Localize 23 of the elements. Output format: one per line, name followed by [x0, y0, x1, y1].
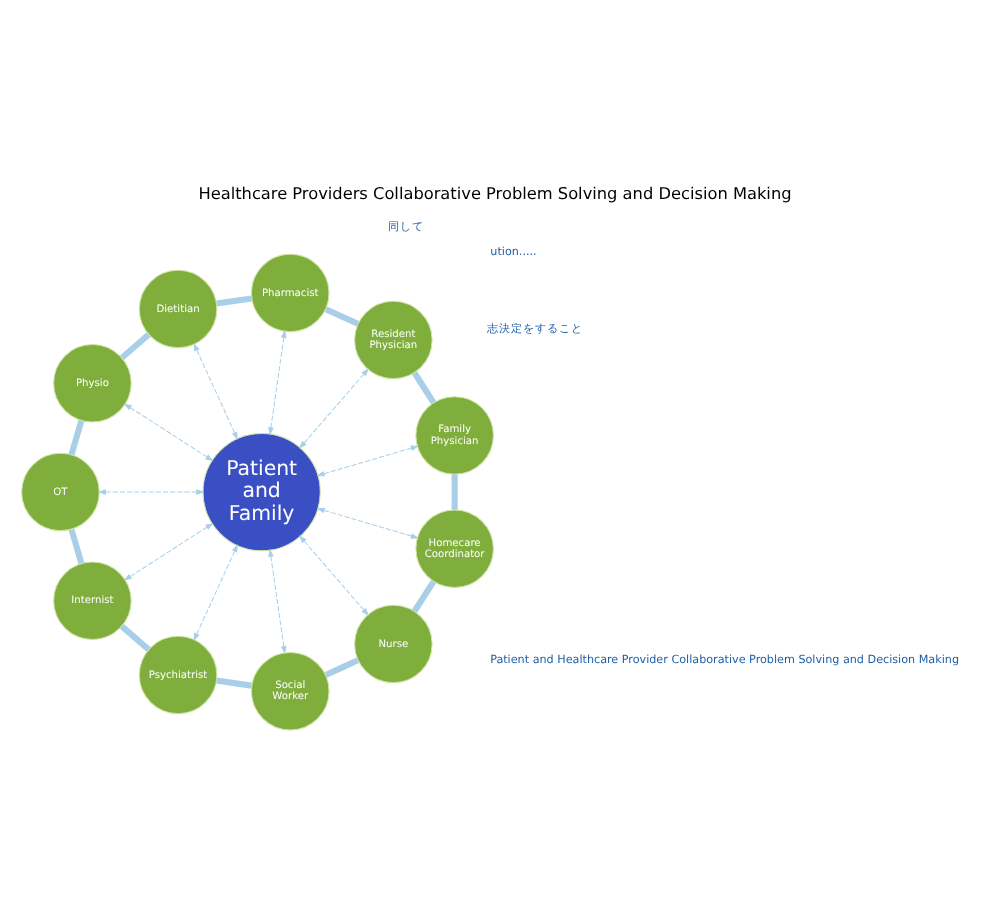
arrow [268, 329, 287, 436]
connector [216, 295, 253, 307]
connector [324, 657, 360, 678]
arrow [316, 507, 419, 539]
arrow [268, 548, 287, 655]
arrow [316, 445, 419, 477]
connector [119, 332, 151, 361]
connector [411, 579, 437, 613]
arrow [97, 489, 205, 495]
connector [411, 371, 437, 405]
arrow [123, 403, 214, 462]
connector [119, 624, 151, 652]
connector [68, 528, 85, 565]
arrow [299, 535, 369, 616]
arrow [193, 342, 238, 441]
arrow [123, 522, 214, 581]
arrow [299, 368, 369, 449]
connector [216, 677, 252, 689]
connector [68, 419, 85, 456]
diagram-title: Healthcare Providers Collaborative Problem Solving and Decision Making [198, 183, 792, 204]
connector [451, 474, 458, 510]
arrow [193, 544, 238, 642]
connector [324, 306, 360, 327]
